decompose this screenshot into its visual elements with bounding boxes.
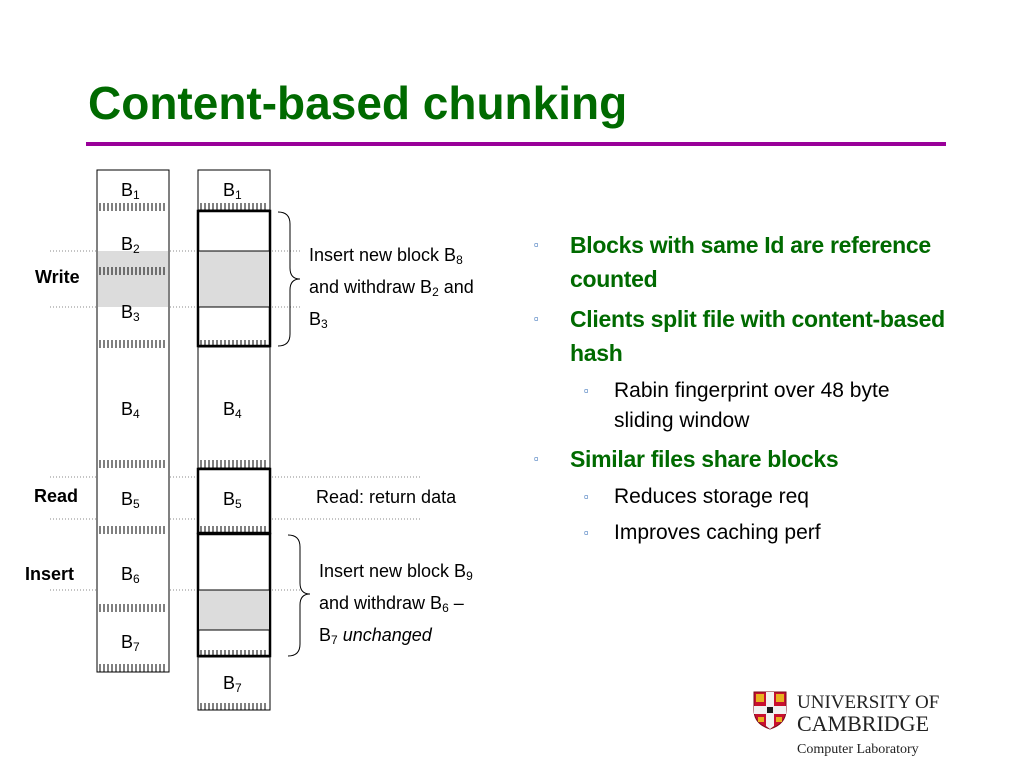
bullet-item: ▫Similar files share blocks [530,442,950,476]
left-block-label: B1 [121,180,140,202]
left-shaded-region [98,251,168,307]
bullet-marker-icon: ▫ [584,489,589,504]
left-block-label: B3 [121,302,140,324]
read-label: Read [34,486,79,506]
right-b8-shade [199,251,269,307]
left-block-label: B7 [121,632,140,654]
bullet-list: ▫Blocks with same Id are reference count… [530,228,950,554]
bullet-marker-icon: ▫ [534,311,539,326]
right-block-label: B5 [223,489,242,511]
left-block-label: B4 [121,399,140,421]
bullet-marker-icon: ▫ [584,525,589,540]
logo-computer-laboratory: Computer Laboratory [797,742,919,757]
write-label: Write [35,267,80,287]
right-block-b1 [197,169,271,211]
left-block-label: B6 [121,564,140,586]
right-block-b7 [197,656,271,711]
bullet-marker-icon: ▫ [534,451,539,466]
right-block-label: B4 [223,399,242,421]
logo-cambridge: CAMBRIDGE [797,711,930,736]
left-block-label: B2 [121,234,140,256]
insert-label: Insert [25,564,75,584]
insert-annotation: Insert new block B9 and withdraw B6 – B7… [319,561,473,647]
right-block-label: B1 [223,180,242,202]
insert-brace [287,534,311,657]
read-annotation: Read: return data [316,487,457,507]
left-block-label: B5 [121,489,140,511]
right-block-b4 [197,346,271,469]
right-block-label: B7 [223,673,242,695]
bullet-marker-icon: ▫ [534,237,539,252]
right-b9-shade [199,590,269,630]
slide-title: Content-based chunking [88,77,628,129]
title-underline [86,142,946,146]
write-brace [277,211,301,347]
bullet-item: ▫Blocks with same Id are reference count… [530,228,950,296]
right-block-b5 [196,467,272,535]
bullet-item: ▫Clients split file with content-based h… [530,302,950,370]
logo-university-of: UNIVERSITY OF [797,692,940,713]
write-annotation: Insert new block B8 and withdraw B2 and … [309,245,474,331]
sub-bullet-item: ▫Reduces storage req [530,482,950,512]
bullet-marker-icon: ▫ [584,383,589,398]
sub-bullet-item: ▫Rabin fingerprint over 48 byte sliding … [530,376,950,436]
sub-bullet-item: ▫Improves caching perf [530,518,950,548]
cambridge-crest-icon [753,691,787,730]
